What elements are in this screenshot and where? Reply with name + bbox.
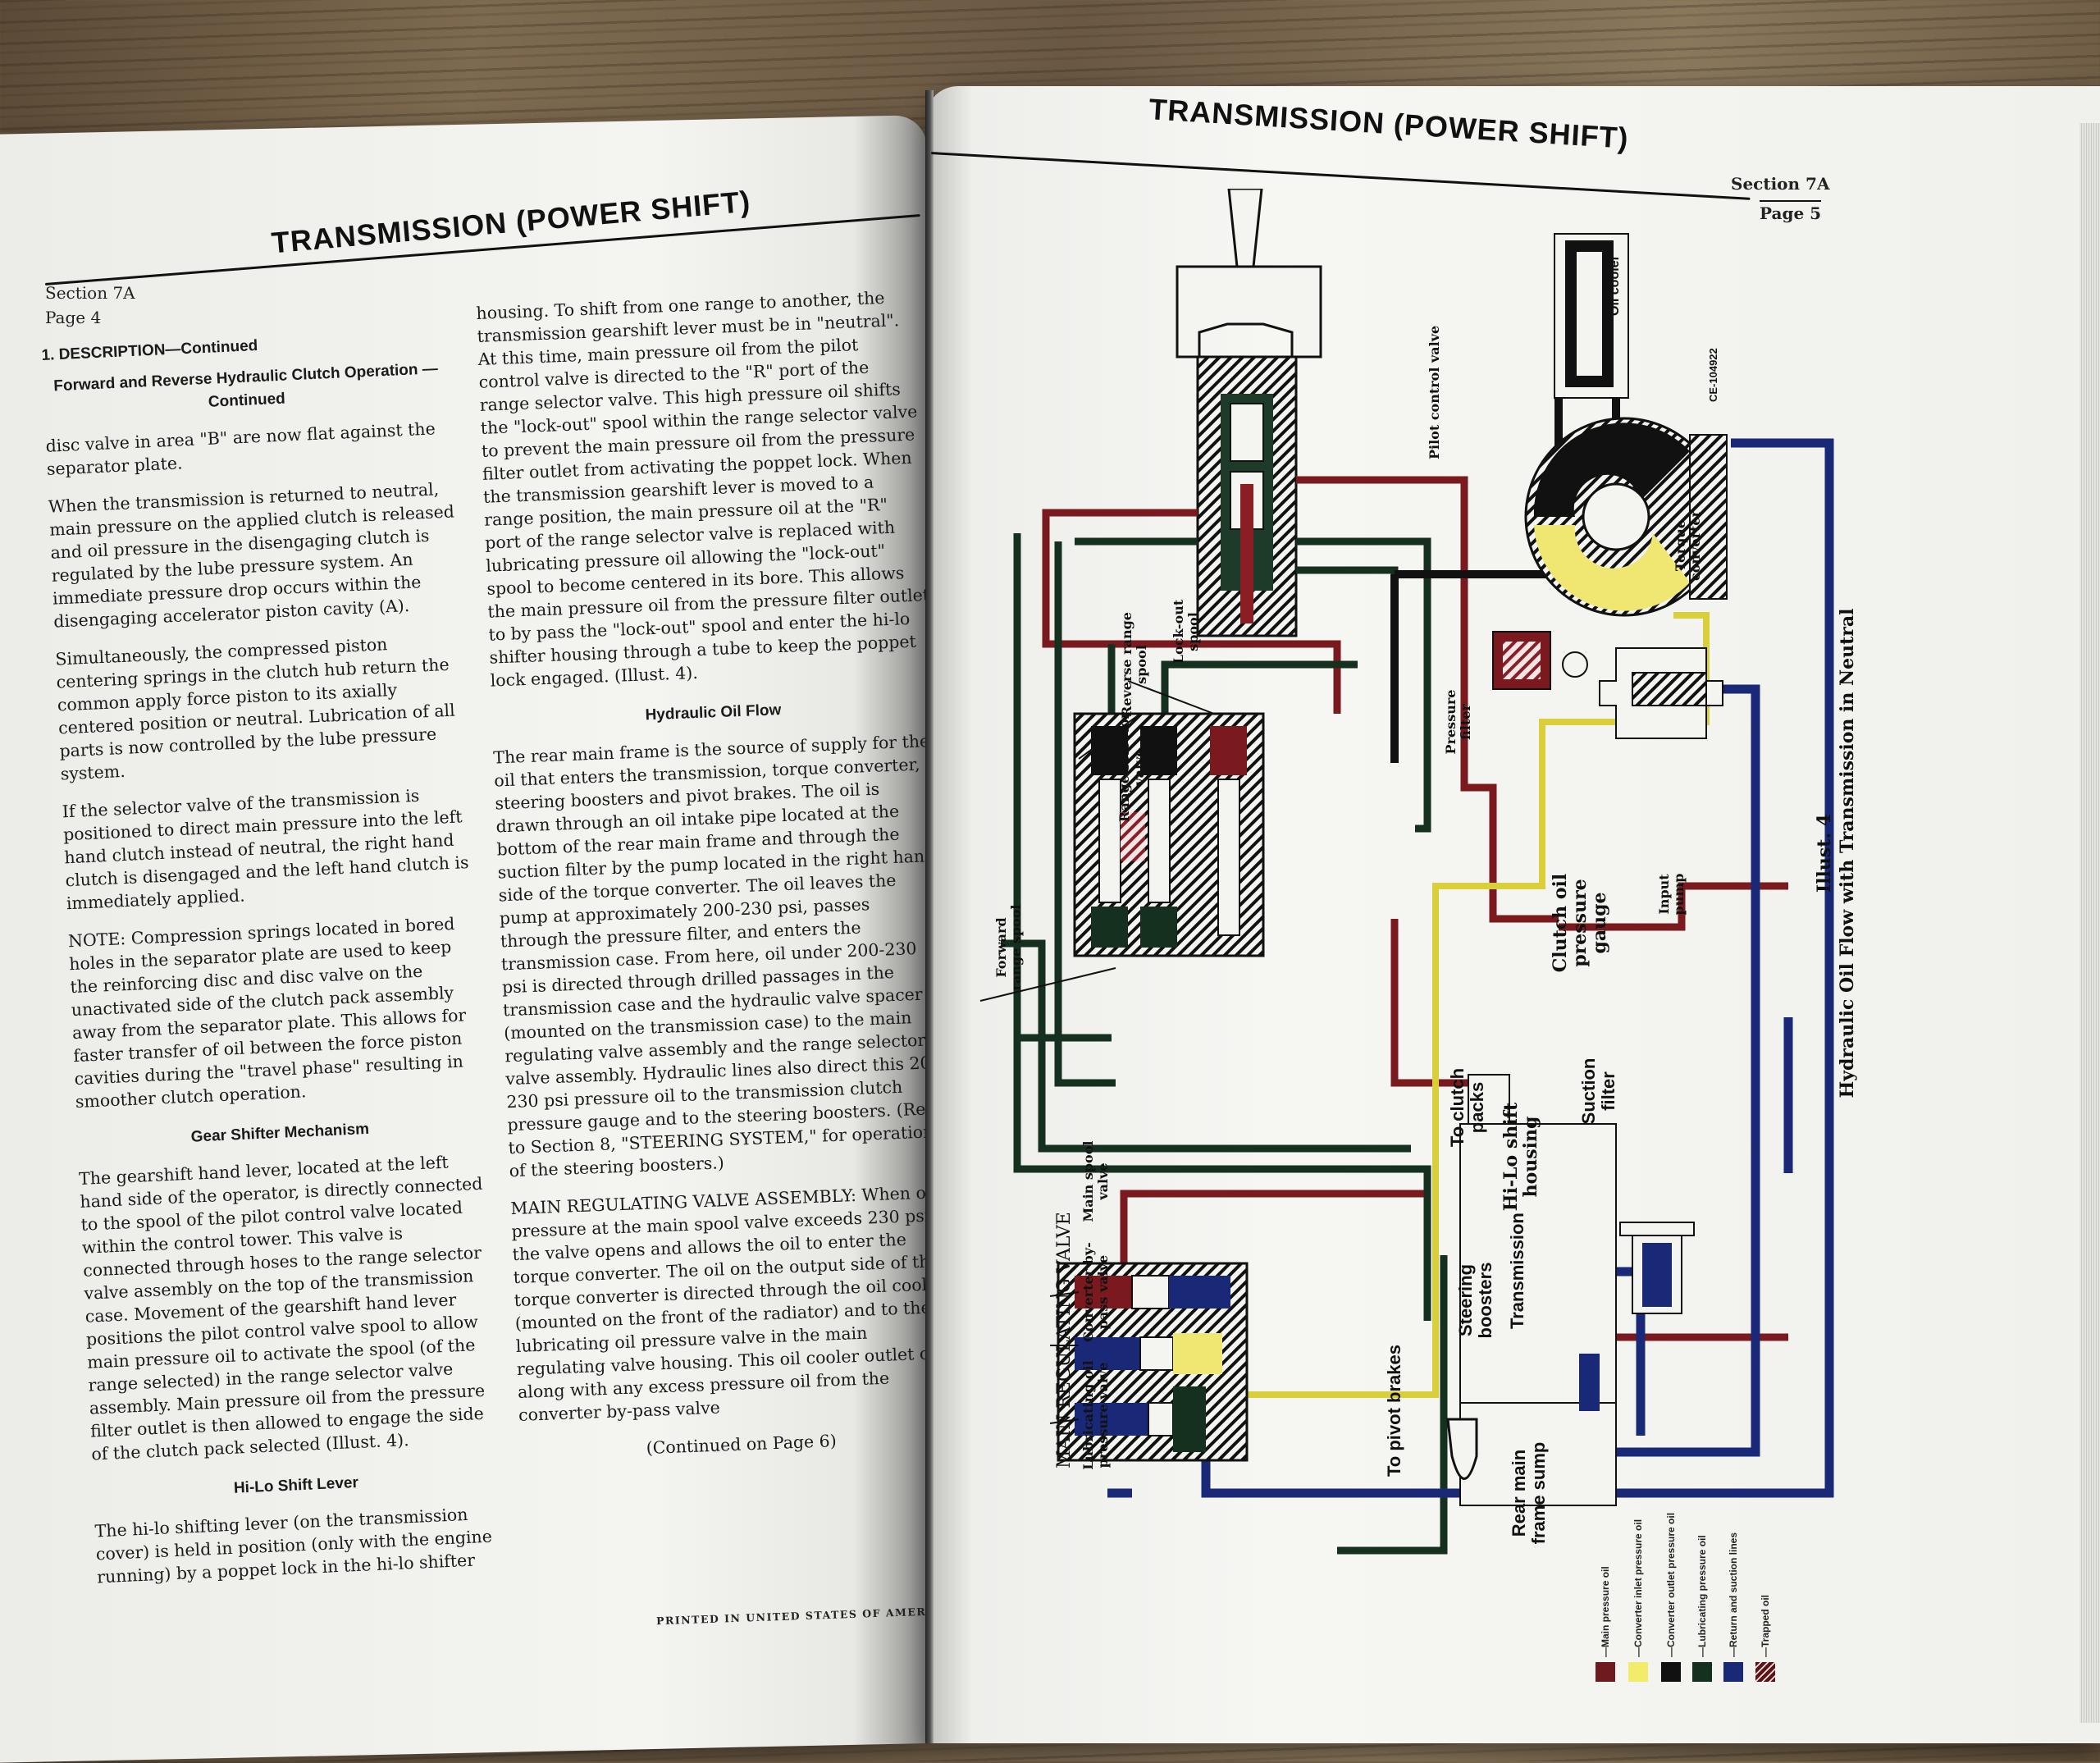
torque-converter	[1524, 417, 1728, 617]
legend-swatch	[1692, 1662, 1712, 1682]
legend-label: —Return and suction lines	[1728, 1532, 1739, 1657]
label-range-selector-valve: Range selector valve	[1116, 711, 1147, 823]
label-torque-converter: Torque converter	[1673, 510, 1703, 581]
book-gutter	[925, 90, 934, 1743]
heading-hydraulic-oil-flow: Hydraulic Oil Flow	[645, 701, 782, 724]
steering-boosters	[1446, 1418, 1478, 1480]
hydraulic-diagram	[968, 187, 1887, 1608]
heading-gear-shifter: Gear Shifter Mechanism	[190, 1120, 370, 1146]
label-to-pivot-brakes: To pivot brakes	[1384, 1345, 1404, 1477]
label-lubricating-oil-pressure-valve: Lubricating oil pressure valve	[1080, 1360, 1111, 1470]
label-clutch-oil-gauge: Clutch oil pressure gauge	[1550, 873, 1610, 973]
paragraph: The gearshift hand lever, located at the…	[78, 1152, 486, 1464]
note-paragraph: NOTE: Compression springs located in bor…	[67, 913, 467, 1112]
legend-label: —Converter inlet pressure oil	[1632, 1519, 1644, 1657]
legend-label: —Main pressure oil	[1600, 1566, 1611, 1657]
label-transmission: Transmission	[1507, 1213, 1527, 1329]
label-part-number: CE-104922	[1707, 348, 1719, 402]
label-rear-main-frame-sump: Rear main frame sump	[1509, 1441, 1549, 1545]
legend-item: —Return and suction lines	[1723, 1532, 1743, 1682]
legend-label: —Lubricating pressure oil	[1696, 1535, 1708, 1657]
legend-item: —Main pressure oil	[1596, 1566, 1615, 1682]
legend-swatch	[1596, 1662, 1615, 1682]
gearshift-lever	[1176, 187, 1322, 359]
lubricating-lines	[1001, 533, 1448, 1555]
caption-number: Illust. 4	[1814, 813, 1835, 893]
legend-item: —Trapped oil	[1755, 1595, 1775, 1682]
leader-lines	[979, 680, 1215, 1424]
caption-title: Hydraulic Oil Flow with Transmission in …	[1837, 608, 1858, 1098]
label-steering-boosters: Steering boosters	[1455, 1262, 1495, 1339]
paragraph: disc valve in area "B" are now flat agai…	[45, 418, 436, 479]
label-lockout-spool: Lock-out spool	[1171, 599, 1201, 665]
paragraph: If the selector valve of the transmissio…	[62, 785, 469, 914]
pilot-control-valve	[1196, 355, 1298, 637]
paragraph: The hi-lo shifting lever (on the transmi…	[94, 1504, 493, 1587]
range-selector-valve	[1073, 712, 1265, 957]
label-input-pump: Input pump	[1656, 873, 1687, 916]
legend-label: —Converter outlet pressure oil	[1665, 1512, 1677, 1657]
label-pilot-control-valve: Pilot control valve	[1427, 325, 1442, 459]
right-page-number: Page 5	[1760, 200, 1822, 223]
left-column-1: 1. DESCRIPTION—Continued Forward and Rev…	[41, 327, 504, 1604]
label-main-regulating-valve: MAIN REGULATING VALVE	[1054, 1212, 1075, 1468]
label-oil-cooler: Oil cooler	[1608, 255, 1622, 316]
subheading-clutch-operation: Forward and Reverse Hydraulic Clutch Ope…	[52, 360, 439, 411]
paragraph: housing. To shift from one range to anot…	[476, 287, 930, 691]
left-section-label: Section 7A	[45, 283, 135, 303]
input-pump	[1599, 647, 1723, 739]
legend-item: —Converter outlet pressure oil	[1661, 1513, 1681, 1682]
label-converter-bypass-valve: Converter by-pass valve	[1080, 1242, 1111, 1342]
legend-item: —Converter inlet pressure oil	[1628, 1519, 1648, 1682]
paragraph: Simultaneously, the compressed piston ce…	[54, 634, 456, 784]
transmission-case	[1459, 1123, 1617, 1506]
paragraph: MAIN REGULATING VALVE ASSEMBLY: When oil…	[509, 1182, 946, 1425]
left-page-number: Page 4	[45, 308, 102, 327]
label-suction-filter: Suction filter	[1578, 1057, 1618, 1125]
clutch-pressure-gauge	[1562, 651, 1588, 678]
heading-hilo-lever: Hi-Lo Shift Lever	[233, 1473, 359, 1497]
illustration-caption: Illust. 4 Hydraulic Oil Flow with Transm…	[1813, 541, 1859, 1165]
label-pressure-filter: Pressure filter	[1443, 689, 1473, 755]
paragraph: The rear main frame is the source of sup…	[492, 731, 951, 1181]
legend-swatch	[1723, 1662, 1743, 1682]
right-section-label: Section 7A	[1731, 174, 1830, 194]
left-column-2: housing. To shift from one range to anot…	[476, 285, 964, 1479]
pressure-filter	[1492, 631, 1551, 690]
legend-swatch	[1628, 1662, 1648, 1682]
label-forward-range-spool: Forward range spool	[993, 904, 1024, 991]
converter-inlet-lines	[1247, 612, 1710, 1398]
page-stack-edge	[2079, 123, 2100, 1723]
label-to-clutch-packs: To clutch packs	[1447, 1067, 1487, 1148]
suction-filter	[1619, 1222, 1695, 1314]
legend-swatch	[1755, 1662, 1775, 1682]
legend-swatch	[1661, 1662, 1681, 1682]
legend-label: —Trapped oil	[1760, 1594, 1771, 1657]
hilo-shift-housing	[1468, 1074, 1510, 1125]
label-hilo-shift-housing: Hi-Lo shift housing	[1500, 1102, 1541, 1212]
label-reverse-range-spool: Reverse range spool	[1119, 612, 1149, 717]
legend-item: —Lubricating pressure oil	[1692, 1535, 1712, 1682]
continued-note: (Continued on Page 6)	[646, 1431, 838, 1459]
oil-cooler	[1554, 233, 1629, 399]
main-regulating-valve	[1057, 1262, 1249, 1462]
paragraph: When the transmission is returned to neu…	[48, 479, 455, 632]
label-main-spool-valve: Main spool valve	[1080, 1140, 1111, 1222]
